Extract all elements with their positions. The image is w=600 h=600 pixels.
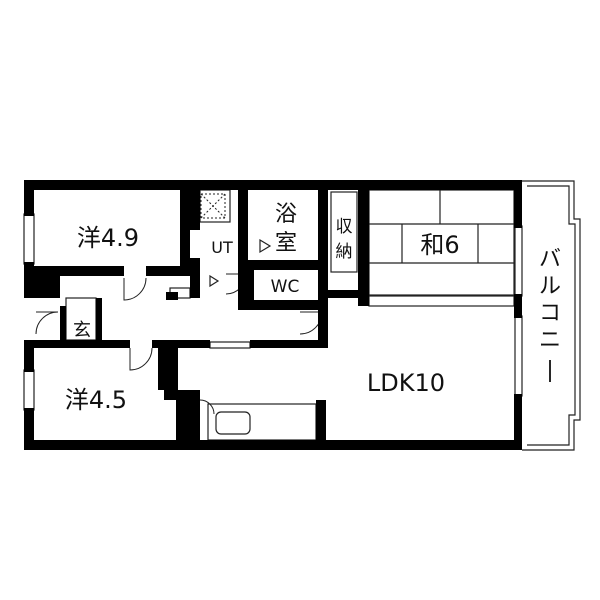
- room-label-bath-top: 浴: [275, 202, 297, 227]
- walls: [24, 180, 522, 450]
- room-label-bath-bottom: 室: [275, 231, 297, 256]
- svg-text:ル: ル: [539, 274, 561, 299]
- room-label-utility: UT: [211, 238, 233, 257]
- door-markers: [209, 238, 272, 288]
- room-label-japanese-6: 和6: [420, 231, 459, 259]
- svg-text:コ: コ: [539, 301, 561, 326]
- room-label-storage-bottom: 納: [336, 242, 353, 262]
- room-label-storage-top: 収: [336, 217, 353, 237]
- balcony-inner-outline: [527, 185, 576, 446]
- room-label-western-4-9: 洋4.9: [77, 224, 139, 252]
- svg-text:ニ: ニ: [539, 328, 561, 353]
- room-label-balcony: バ ル コ ニ: [539, 247, 561, 382]
- room-label-western-4-5: 洋4.5: [65, 386, 127, 414]
- room-label-entrance: 玄: [73, 320, 91, 341]
- room-label-toilet: WC: [271, 277, 300, 297]
- room-label-ldk-10: LDK10: [367, 369, 445, 397]
- kitchen-sink: [215, 411, 251, 435]
- ventilation-icon: [200, 193, 226, 219]
- svg-text:バ: バ: [539, 247, 561, 272]
- balcony-outline: [522, 180, 581, 451]
